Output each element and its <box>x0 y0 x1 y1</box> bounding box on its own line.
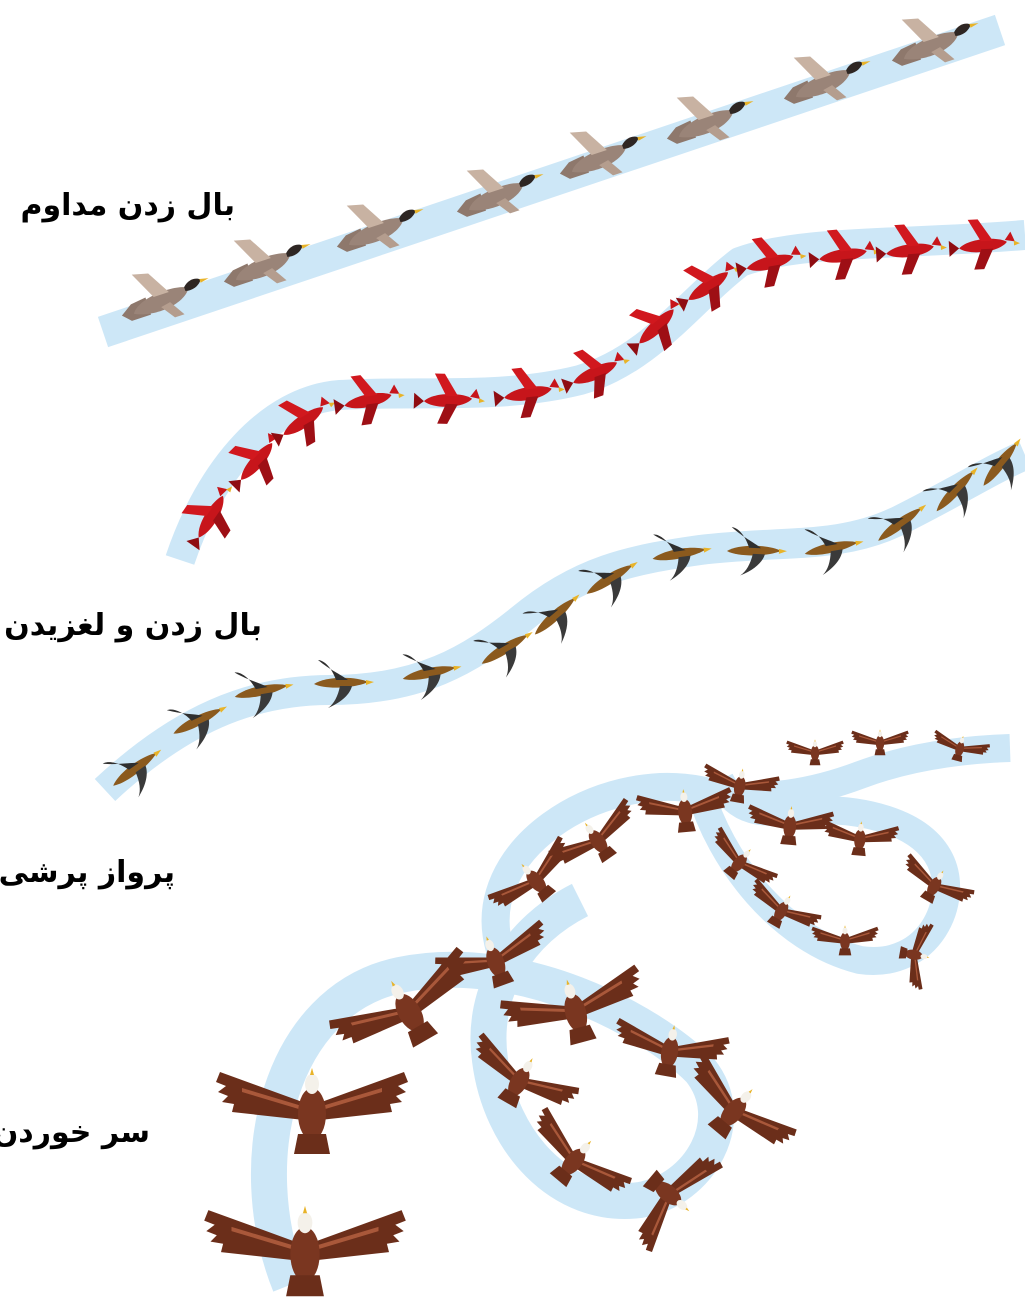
eagle-icon <box>786 739 844 765</box>
label-soaring: سر خوردن <box>10 1115 150 1150</box>
label-flap-and-glide: بال زدن و لغزیدن <box>10 608 262 643</box>
eagle-icon <box>204 1206 406 1296</box>
eagle-icon <box>216 1068 408 1154</box>
label-bounding-flight: پرواز پرشی <box>10 855 175 890</box>
path-continuous <box>103 30 1000 332</box>
label-continuous-flapping: بال زدن مداوم <box>20 188 235 223</box>
